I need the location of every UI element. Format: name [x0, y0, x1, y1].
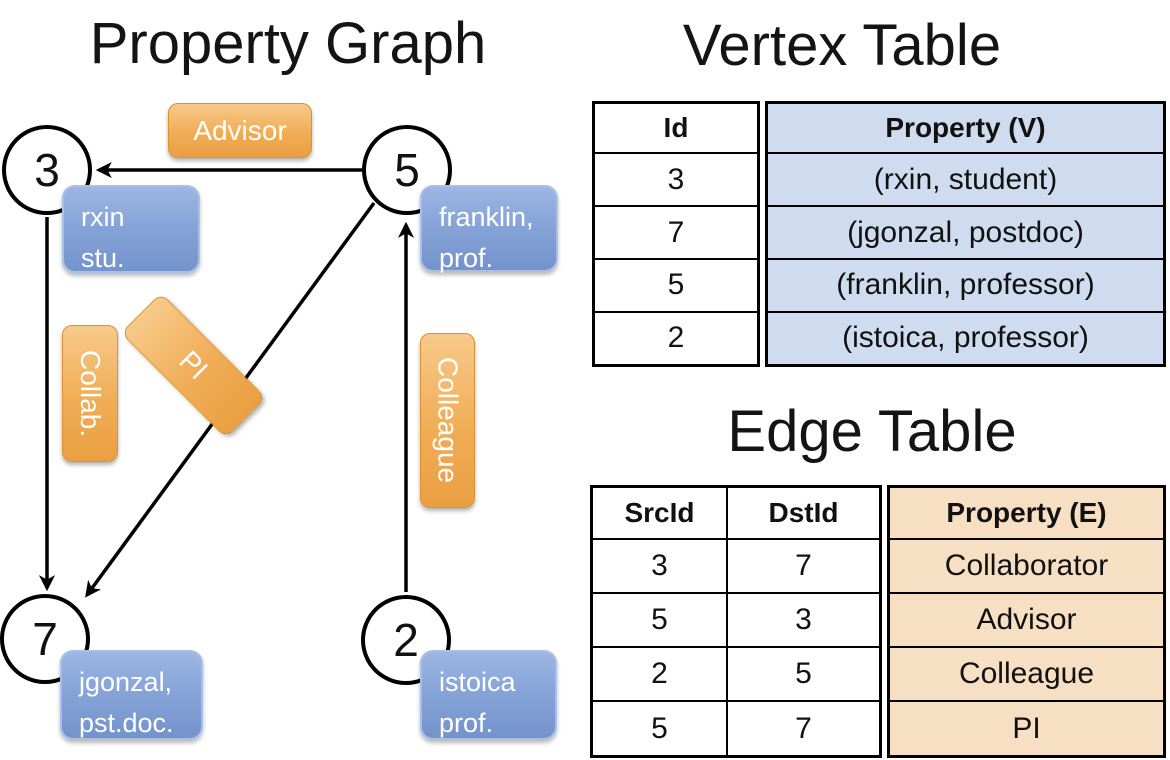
vertex-table-id-cell: 7: [592, 205, 760, 260]
edge-table-property-cell: Advisor: [887, 591, 1166, 649]
vertex-table-id-column: Id 3 7 5 2: [592, 101, 760, 367]
edge-table-dstid-cell: 5: [725, 646, 882, 703]
vertex-table-property-cell: (jgonzal, postdoc): [765, 205, 1166, 260]
vertex-property-line: prof.: [439, 707, 494, 738]
vertex-table-id-cell: 5: [592, 257, 760, 313]
vertex-table-title: Vertex Table: [682, 13, 1002, 78]
edge-table-dstid-cell: 7: [725, 700, 882, 758]
vertex-property-line: prof.: [439, 242, 494, 273]
vertex-property-line: rxin: [81, 202, 125, 232]
vertex-property-line: istoica: [439, 667, 516, 697]
edge-table-property-cell: Collaborator: [887, 537, 1166, 594]
vertex-table-id-cell: 3: [592, 152, 760, 208]
node-id-label: 5: [394, 144, 420, 196]
vertex-property-line: pst.doc.: [79, 707, 174, 738]
node-id-label: 7: [32, 613, 58, 665]
edge-table-property-cell: Colleague: [887, 646, 1166, 703]
edge-table-srcid-cell: 3: [590, 537, 728, 594]
vertex-table-property-cell: (rxin, student): [765, 152, 1166, 208]
vertex-property-line: franklin,: [439, 202, 534, 232]
vertex-table-id-header: Id: [592, 101, 760, 155]
vertex-table-id-cell: 2: [592, 310, 760, 367]
edge-table-id-columns: SrcId DstId 3 7 5 3 2 5 5 7: [590, 485, 882, 758]
edge-table-property-header: Property (E): [887, 485, 1166, 540]
vertex-property-box-istoica: istoica prof.: [420, 650, 557, 740]
edge-label-advisor: Advisor: [168, 103, 312, 158]
edge-table-dstid-cell: 3: [725, 591, 882, 649]
edge-table-property-column: Property (E) Collaborator Advisor Collea…: [887, 485, 1166, 758]
vertex-table-property-header: Property (V): [765, 101, 1166, 155]
edge-table-srcid-cell: 2: [590, 646, 728, 703]
vertex-property-box-franklin: franklin, prof.: [420, 185, 558, 273]
edge-table-dstid-header: DstId: [725, 485, 882, 540]
edge-table-property-cell: PI: [887, 700, 1166, 758]
edge-label-pi: PI: [120, 292, 267, 439]
node-id-label: 2: [393, 614, 419, 666]
edge-table-title: Edge Table: [727, 399, 1017, 464]
vertex-table-property-cell: (franklin, professor): [765, 257, 1166, 313]
edge-table-srcid-header: SrcId: [590, 485, 728, 540]
vertex-property-box-rxin: rxin stu.: [62, 185, 200, 273]
graph-node-3: 3: [2, 125, 92, 215]
edge-label-colleague: Colleague: [420, 333, 475, 508]
vertex-property-box-jgonzal: jgonzal, pst.doc.: [60, 650, 203, 740]
edge-table-srcid-cell: 5: [590, 700, 728, 758]
vertex-table-property-column: Property (V) (rxin, student) (jgonzal, p…: [765, 101, 1166, 367]
graph-node-5: 5: [362, 125, 452, 215]
edge-table-dstid-cell: 7: [725, 537, 882, 594]
vertex-property-line: jgonzal,: [79, 667, 173, 697]
edge-label-collab: Collab.: [62, 325, 118, 462]
vertex-table-property-cell: (istoica, professor): [765, 310, 1166, 367]
edge-table-srcid-cell: 5: [590, 591, 728, 649]
node-id-label: 3: [34, 144, 60, 196]
property-graph-title: Property Graph: [89, 11, 487, 76]
vertex-property-line: stu.: [81, 242, 125, 273]
